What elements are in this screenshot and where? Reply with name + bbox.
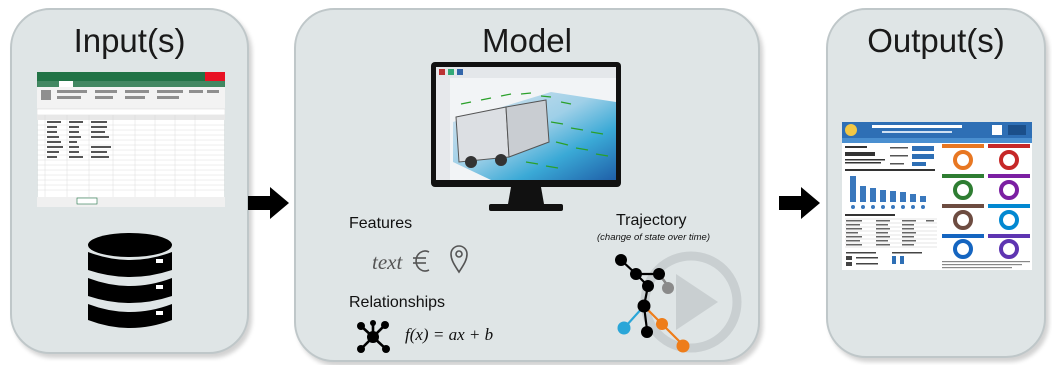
location-pin-icon bbox=[450, 245, 468, 274]
database-icon bbox=[88, 233, 172, 328]
trajectory-label: Trajectory bbox=[616, 212, 687, 229]
features-text: text bbox=[372, 250, 403, 274]
spreadsheet-icon bbox=[37, 72, 225, 207]
input-panel-title: Input(s) bbox=[73, 22, 186, 59]
euro-icon bbox=[413, 250, 430, 272]
relationships-label: Relationships bbox=[349, 294, 446, 311]
arrow-right-icon bbox=[248, 187, 289, 219]
features-label: Features bbox=[349, 215, 413, 232]
trajectory-graph-icon bbox=[615, 251, 742, 353]
monitor-icon bbox=[431, 62, 621, 211]
arrow-right-icon bbox=[779, 187, 820, 219]
formula-text: f(x) = ax + b bbox=[405, 325, 494, 344]
network-icon bbox=[357, 320, 390, 353]
model-panel-title: Model bbox=[482, 22, 572, 59]
report-dashboard-icon bbox=[842, 122, 1032, 270]
trajectory-subtitle: (change of state over time) bbox=[597, 232, 710, 243]
output-panel-title: Output(s) bbox=[867, 22, 1005, 59]
output-panel: Output(s) bbox=[826, 8, 1046, 358]
input-panel: Input(s) bbox=[10, 8, 249, 354]
model-panel: Model Feat bbox=[294, 8, 760, 362]
